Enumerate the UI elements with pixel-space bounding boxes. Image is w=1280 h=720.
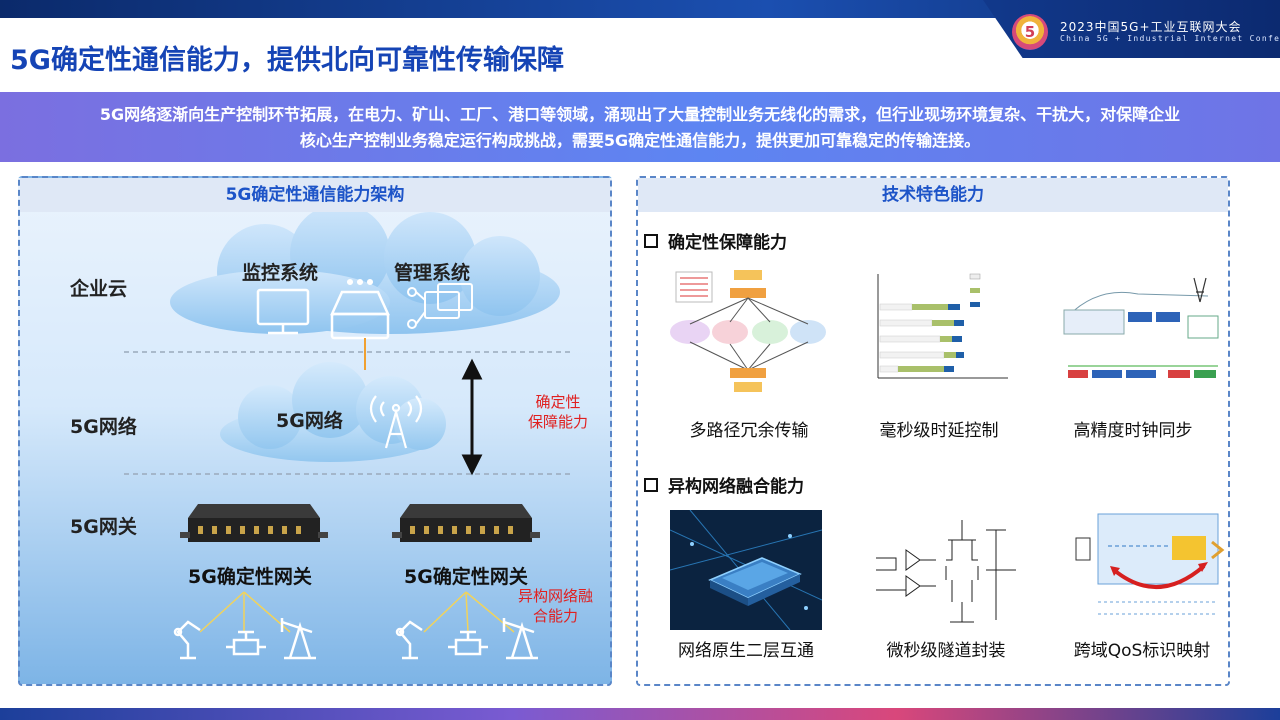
valve-icon — [226, 630, 266, 656]
robot-arm-icon-b — [395, 620, 423, 660]
gateway-b-label: 5G确定性网关 — [404, 566, 528, 588]
section-hetero-label: 异构网络融合能力 — [668, 477, 804, 497]
architecture-panel: 5G确定性通信能力架构 — [18, 176, 612, 686]
feature-l2-interop: 网络原生二层互通 — [678, 641, 814, 661]
tunnel-circuit-image — [876, 520, 1016, 623]
deterministic-note-line1: 确定性 — [535, 393, 581, 411]
features-panel-title: 技术特色能力 — [638, 178, 1228, 212]
deterministic-note: 确定性 保障能力 — [528, 392, 588, 432]
gateway-device-b — [392, 504, 540, 542]
clock-sync-diagram-image — [1063, 277, 1219, 378]
conference-subtitle: China 5G + Industrial Internet Conferenc… — [1060, 34, 1280, 43]
bottom-strip — [0, 708, 1280, 720]
checkbox-square-icon-2 — [644, 477, 658, 492]
gateway-device-a — [180, 504, 328, 542]
network-cloud-shape — [220, 362, 446, 462]
layer-5g-network: 5G网络 — [70, 416, 137, 438]
section-hetero-title: 异构网络融合能力 — [644, 472, 804, 497]
checkbox-square-icon — [644, 233, 658, 248]
feature-clock-sync: 高精度时钟同步 — [1073, 421, 1193, 441]
layer-enterprise-cloud: 企业云 — [70, 278, 128, 300]
multipath-diagram-image — [670, 270, 826, 392]
feature-qos-mapping: 跨域QoS标识映射 — [1073, 641, 1211, 661]
feature-ms-latency: 毫秒级时延控制 — [879, 421, 999, 441]
robot-arm-icon — [173, 620, 201, 660]
enterprise-cloud-shape — [170, 212, 560, 334]
qos-mapping-image — [1075, 513, 1225, 615]
feature-us-tunnel: 微秒级隧道封装 — [886, 641, 1006, 661]
layer-5g-gateway: 5G网关 — [70, 516, 137, 538]
page-title: 5G确定性通信能力，提供北向可靠性传输保障 — [10, 45, 564, 76]
hetero-note-line2: 合能力 — [533, 607, 579, 625]
intro-banner: 5G网络逐渐向生产控制环节拓展，在电力、矿山、工厂、港口等领域，涌现出了大量控制… — [0, 92, 1280, 162]
conference-logo-icon: 5 — [1012, 14, 1048, 50]
pumpjack-icon-b — [502, 618, 538, 660]
management-system-label: 管理系统 — [394, 262, 471, 284]
section-deterministic-title: 确定性保障能力 — [644, 228, 787, 253]
gateway-a-links — [199, 591, 291, 633]
antenna-tower-icon — [369, 395, 423, 449]
management-icon — [407, 283, 473, 329]
valve-icon-b — [448, 630, 488, 656]
intro-line-2: 核心生产控制业务稳定运行构成挑战，需要5G确定性通信能力，提供更加可靠稳定的传输… — [299, 131, 981, 150]
logo-text: 5 — [1024, 23, 1036, 41]
gateway-a-label: 5G确定性网关 — [188, 566, 312, 588]
monitor-icon — [256, 288, 310, 335]
deterministic-note-line2: 保障能力 — [528, 413, 589, 431]
conference-name: 2023中国5G+工业互联网大会 — [1060, 20, 1242, 34]
gateway-b-links — [423, 591, 515, 633]
section-deterministic-label: 确定性保障能力 — [668, 233, 787, 253]
network-cloud-label: 5G网络 — [276, 410, 343, 432]
hetero-note-line1: 异构网络融 — [518, 587, 594, 605]
top-strip — [0, 0, 1280, 18]
intro-line-1: 5G网络逐渐向生产控制环节拓展，在电力、矿山、工厂、港口等领域，涌现出了大量控制… — [99, 105, 1181, 124]
server-icon — [330, 278, 390, 340]
monitor-system-label: 监控系统 — [242, 262, 319, 284]
network-chip-image — [670, 510, 822, 630]
architecture-diagram — [124, 212, 570, 660]
latency-chart-image — [877, 273, 1008, 379]
hetero-note: 异构网络融 合能力 — [518, 586, 593, 626]
deterministic-arrow — [461, 358, 483, 476]
feature-multipath: 多路径冗余传输 — [689, 421, 809, 441]
features-panel: 技术特色能力 确定性保障能力 — [636, 176, 1230, 686]
pumpjack-icon — [280, 618, 316, 660]
architecture-panel-title: 5G确定性通信能力架构 — [20, 178, 610, 212]
